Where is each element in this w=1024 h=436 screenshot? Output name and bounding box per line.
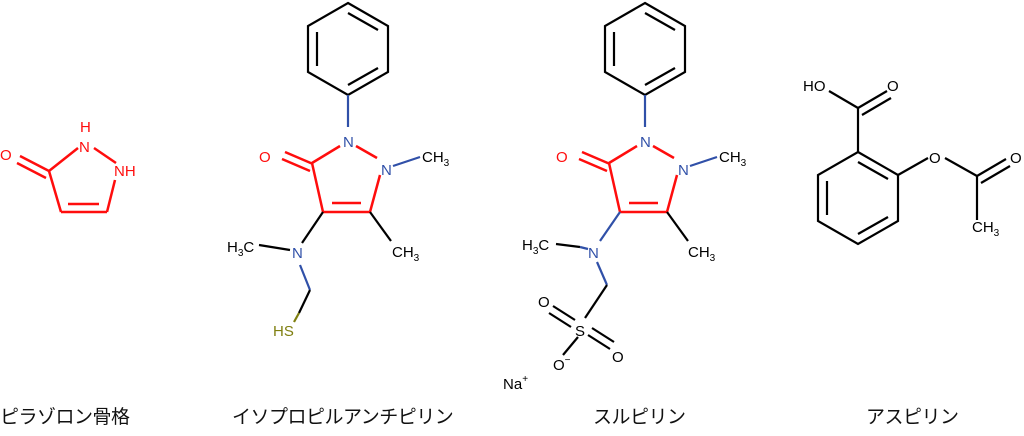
atom-ho: HO <box>803 78 826 95</box>
atom-n1: N <box>343 134 354 151</box>
caption-pyrazolone: ピラゾロン骨格 <box>0 406 130 428</box>
aspirin-labels: HO O O O CH3 <box>803 78 1022 239</box>
atom-n: N <box>79 139 90 156</box>
atom-o-ester: O <box>929 150 941 167</box>
caption-sulpyrine: スルピリン <box>593 406 686 428</box>
atom-o-top: O <box>538 294 550 311</box>
atom-o: O <box>0 147 12 164</box>
atom-ch3: CH3 <box>972 219 1000 239</box>
atom-h: H <box>80 119 91 136</box>
atom-nh: NH <box>114 163 136 180</box>
atom-n-amine: N <box>588 245 599 262</box>
caption-isopropylantipyrine: イソプロピルアンチピリン <box>232 406 454 428</box>
isopropylantipyrine-structure <box>258 1 421 323</box>
sulpyrine-structure <box>548 1 718 356</box>
atom-o: O <box>259 149 271 166</box>
caption-aspirin: アスピリン <box>866 406 959 428</box>
atom-ch3-c: CH3 <box>688 244 716 264</box>
pyrazolone-labels: O H N NH <box>0 119 136 180</box>
sulpyrine-labels: O N N CH3 CH3 N H3C S O O O− Na+ <box>503 134 747 393</box>
atom-o-right: O <box>612 349 624 366</box>
isopropylantipyrine-labels: O N N CH3 CH3 N H3C HS <box>227 134 450 340</box>
atom-ch3-n: CH3 <box>719 149 747 169</box>
atom-o-acetyl: O <box>1010 150 1022 167</box>
aspirin-structure <box>816 90 1011 246</box>
atom-n-amine: N <box>292 245 303 262</box>
atom-h3c: H3C <box>227 239 254 259</box>
pyrazolone-skeleton <box>16 146 117 214</box>
atom-n1: N <box>640 134 651 151</box>
atom-o-minus: O− <box>553 355 571 374</box>
atom-o: O <box>556 149 568 166</box>
atom-sh: HS <box>273 323 294 340</box>
atom-s: S <box>575 323 585 340</box>
atom-n2: N <box>678 162 689 179</box>
atom-n2: N <box>381 162 392 179</box>
atom-ch3-n: CH3 <box>422 149 450 169</box>
atom-o-carbonyl: O <box>887 78 899 95</box>
atom-h3c: H3C <box>522 237 549 257</box>
atom-na-plus: Na+ <box>503 374 528 393</box>
atom-ch3-c: CH3 <box>392 244 420 264</box>
